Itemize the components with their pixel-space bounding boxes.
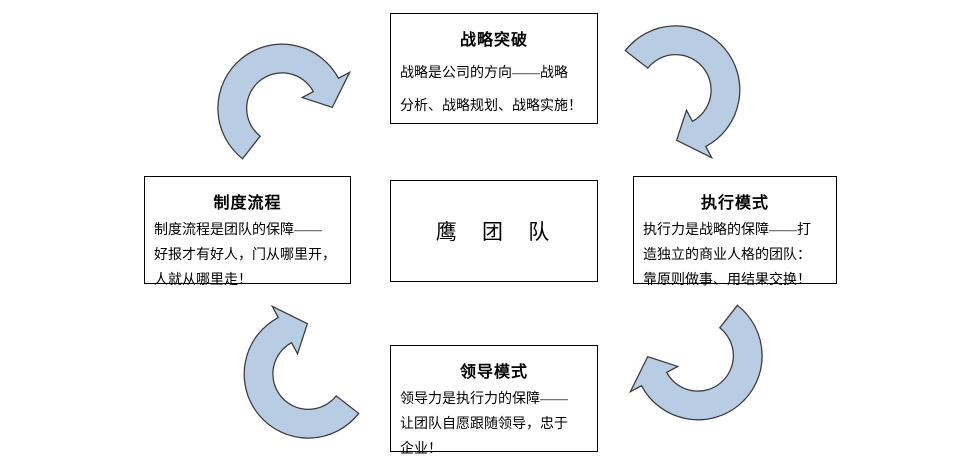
curved-arrow-right-to-bottom-icon: [628, 304, 763, 421]
node-leadership-mode: 领导模式 领导力是执行力的保障—— 让团队自愿跟随领导，忠于 企业！: [390, 345, 598, 457]
node-body: 制度流程是团队的保障—— 好报才有好人，门从哪里开， 人就从哪里走！: [154, 223, 336, 288]
curved-arrow-left-to-top-icon: [217, 43, 352, 160]
node-eagle-team: 鹰 团 队: [390, 180, 598, 282]
node-process-system: 制度流程 制度流程是团队的保障—— 好报才有好人，门从哪里开， 人就从哪里走！: [144, 176, 351, 288]
node-title: 战略突破: [459, 32, 528, 49]
node-title: 执行模式: [700, 195, 769, 212]
node-body: 执行力是战略的保障——打 造独立的商业人格的团队： 靠原则做事、用结果交换！: [643, 223, 811, 288]
node-body: 领导力是执行力的保障—— 让团队自愿跟随领导，忠于 企业！: [400, 392, 568, 457]
node-strategy-breakthrough: 战略突破 战略是公司的方向——战略 分析、战略规划、战略实施！: [390, 13, 598, 124]
node-title: 制度流程: [213, 195, 282, 212]
curved-arrow-top-to-right-icon: [624, 25, 741, 160]
node-execution-mode: 执行模式 执行力是战略的保障——打 造独立的商业人格的团队： 靠原则做事、用结果…: [633, 176, 837, 288]
curved-arrow-bottom-to-left-icon: [243, 304, 360, 439]
center-label: 鹰 团 队: [435, 220, 553, 244]
node-body: 战略是公司的方向——战略 分析、战略规划、战略实施！: [400, 66, 582, 114]
node-title: 领导模式: [459, 364, 528, 381]
